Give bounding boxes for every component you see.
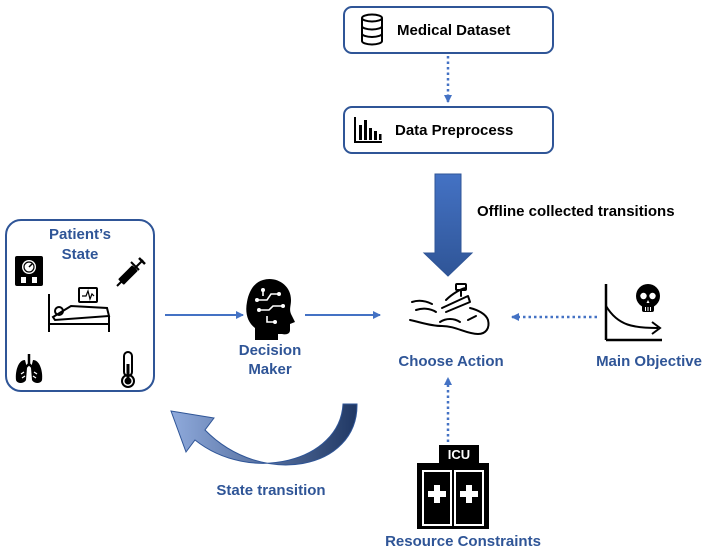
resource-constraints-label: Resource Constraints: [385, 533, 541, 550]
decision-maker-label: Decision Maker: [238, 342, 302, 378]
brain-head-icon: [246, 278, 295, 340]
offline-transitions-label: Offline collected transitions: [477, 203, 675, 220]
data-preprocess-box: Data Preprocess: [343, 106, 554, 154]
medical-dataset-box: Medical Dataset: [343, 6, 554, 54]
medical-dataset-label: Medical Dataset: [397, 21, 511, 39]
weighing-scale-icon: [15, 256, 43, 286]
state-transition-curve-arrow: [170, 403, 358, 466]
data-preprocess-label: Data Preprocess: [395, 121, 514, 139]
hospital-bed-icon: [48, 287, 111, 332]
icu-building-icon: ICU: [417, 445, 489, 529]
syringe-icon: [116, 257, 146, 287]
patient-state-title: Patient’s State: [49, 226, 111, 263]
edge-offline-transitions-arrow: [422, 173, 474, 277]
intubation-icon: [409, 283, 490, 335]
choose-action-label: Choose Action: [398, 353, 504, 370]
state-transition-label: State transition: [216, 482, 326, 499]
thermometer-icon: [121, 351, 135, 388]
lungs-icon: [15, 354, 43, 383]
main-objective-label: Main Objective: [596, 353, 702, 370]
skull-survival-curve-icon: [604, 284, 662, 342]
database-icon: [361, 13, 383, 46]
bar-chart-icon: [354, 117, 382, 143]
icu-sign-text: ICU: [448, 447, 470, 462]
